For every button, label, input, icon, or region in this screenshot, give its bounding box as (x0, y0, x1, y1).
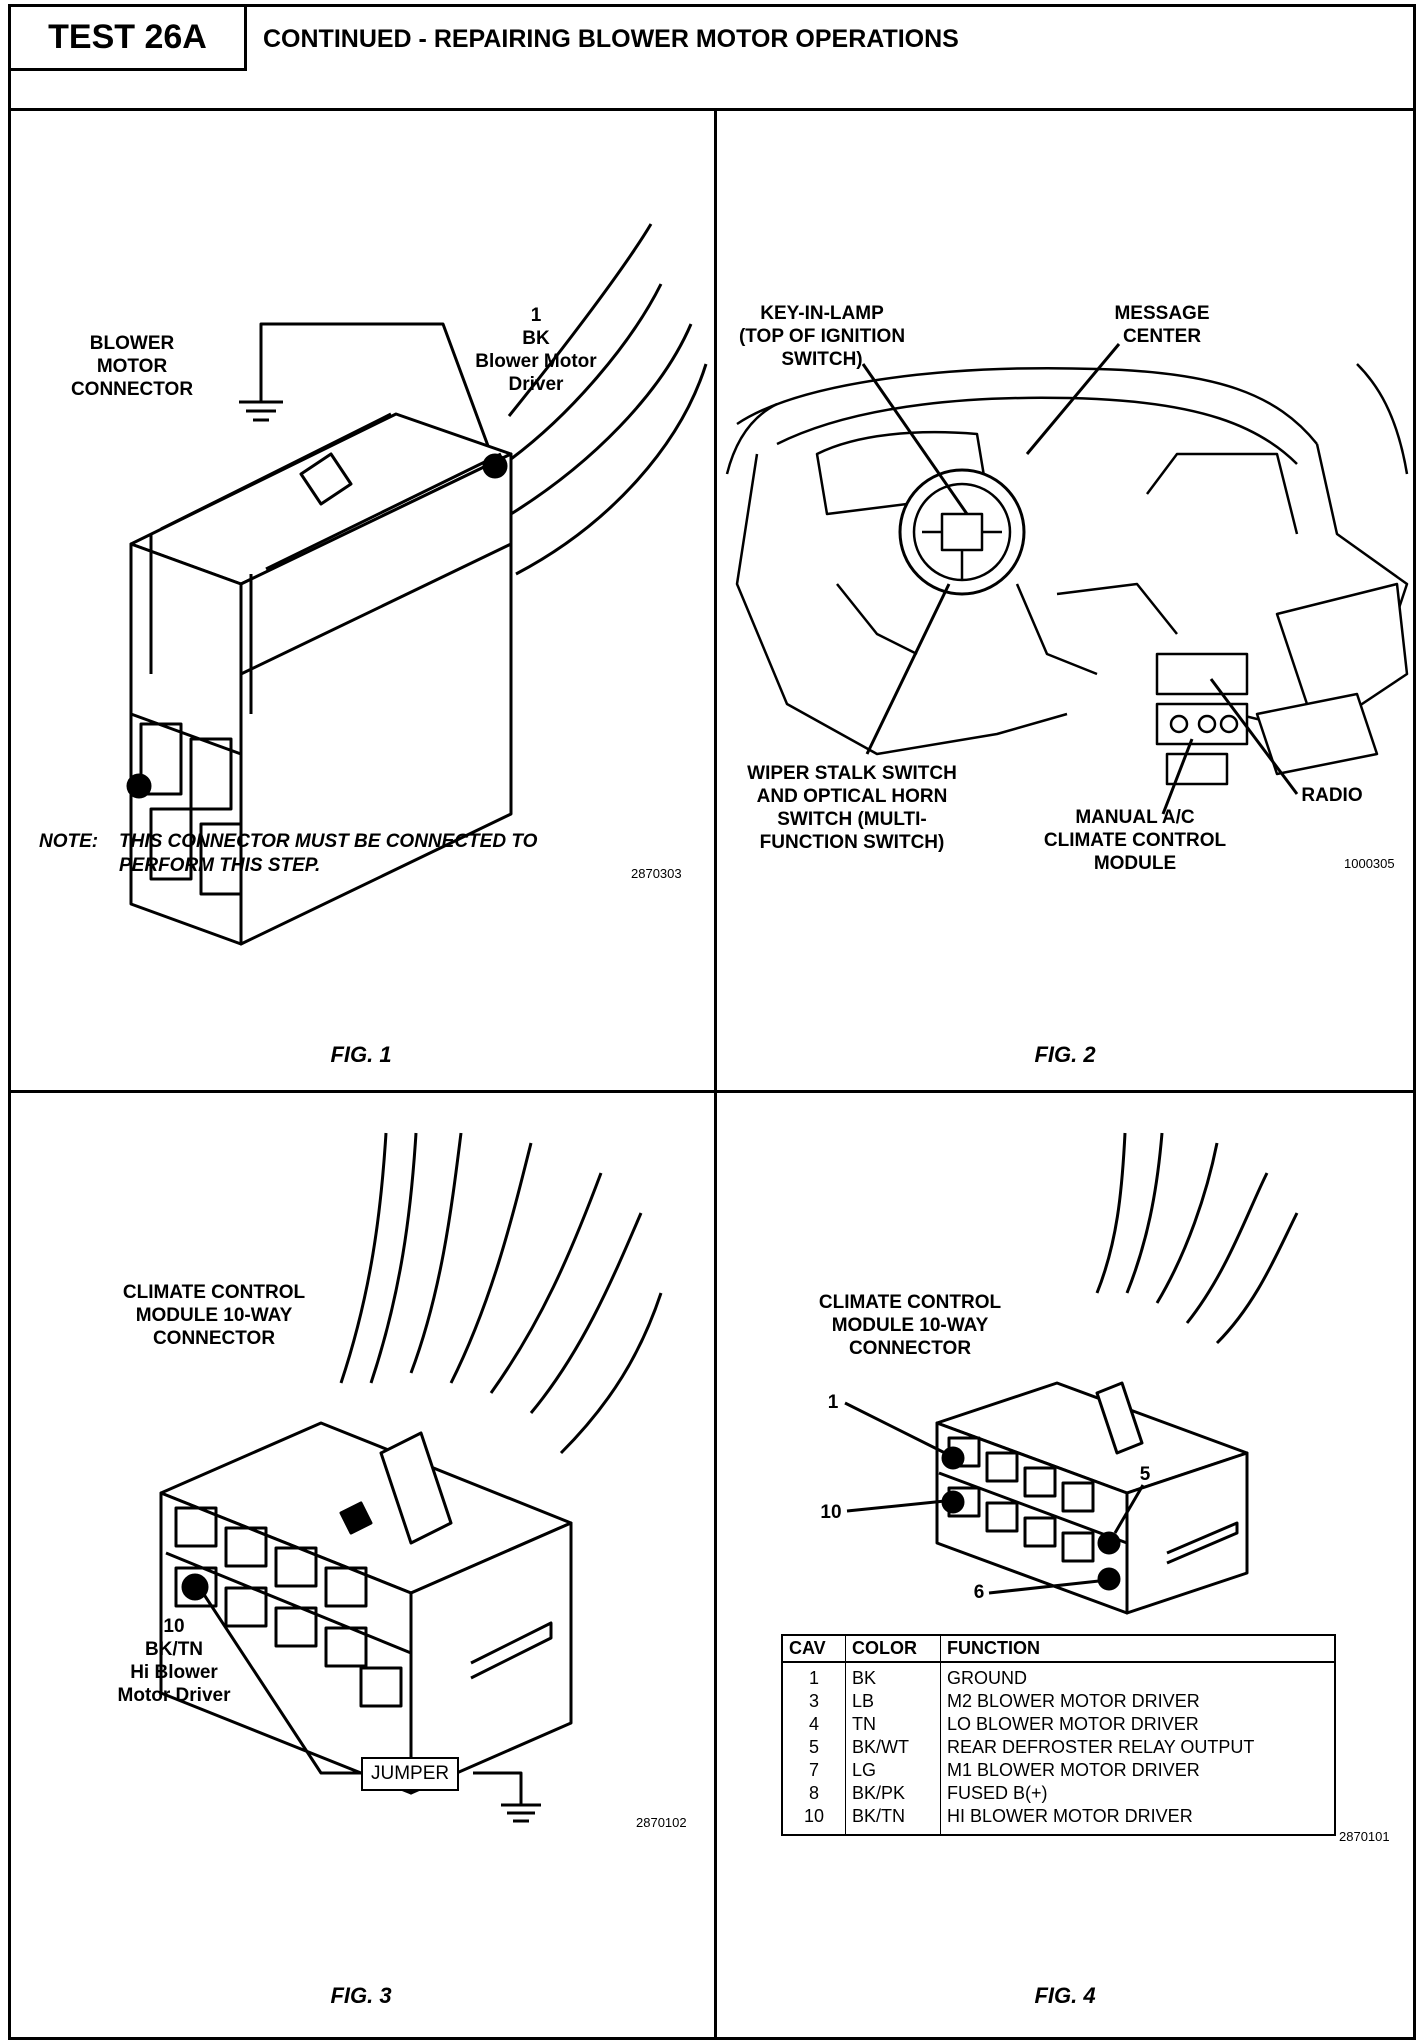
fig2-message-center-label: MESSAGE CENTER (1114, 303, 1210, 347)
fig3-image-id: 2870102 (636, 1815, 687, 1830)
fig1-panel: BLOWER MOTOR CONNECTOR 1 BK Blower Motor… (11, 114, 714, 1090)
vertical-divider (714, 111, 717, 2037)
fig1-image-id: 2870303 (631, 866, 682, 881)
fig3-drawing (159, 1132, 663, 1823)
table-row: 3 LB M2 BLOWER MOTOR DRIVER (782, 1690, 1335, 1713)
service-manual-page: TEST 26A CONTINUED - REPAIRING BLOWER MO… (8, 4, 1416, 2040)
fig1-drawing (126, 223, 708, 946)
fig4-panel: CLIMATE CONTROL MODULE 10-WAY CONNECTOR … (717, 1093, 1413, 2037)
fig4-image-id: 2870101 (1339, 1829, 1390, 1844)
fig1-pin-label: 1 BK Blower Motor Driver (475, 305, 597, 395)
table-row: 10 BK/TN HI BLOWER MOTOR DRIVER (782, 1805, 1335, 1835)
fig4-pin-callout-10: 10 (820, 1502, 842, 1523)
fig2-panel: KEY-IN-LAMP (TOP OF IGNITION SWITCH) MES… (717, 114, 1413, 1090)
fig4-connector-label: CLIMATE CONTROL MODULE 10-WAY CONNECTOR (818, 1292, 1002, 1359)
fig3-caption: FIG. 3 (330, 1983, 392, 2008)
fig2-climate-module-label: MANUAL A/C CLIMATE CONTROL MODULE (1043, 807, 1227, 874)
table-row: 8 BK/PK FUSED B(+) (782, 1782, 1335, 1805)
fig1-note: NOTE:THIS CONNECTOR MUST BE CONNECTED TO… (39, 831, 538, 876)
jumper-box: JUMPER (361, 1757, 460, 1791)
table-row: 7 LG M1 BLOWER MOTOR DRIVER (782, 1759, 1335, 1782)
fig2-drawing (725, 343, 1409, 815)
fig3-pin-label: 10 BK/TN Hi Blower Motor Driver (117, 1616, 231, 1706)
page-header: TEST 26A CONTINUED - REPAIRING BLOWER MO… (11, 7, 1413, 111)
fig2-radio-label: RADIO (1301, 785, 1363, 806)
page-title: CONTINUED - REPAIRING BLOWER MOTOR OPERA… (263, 25, 959, 53)
col-color: COLOR (845, 1635, 941, 1663)
fig4-drawing (844, 1132, 1299, 1615)
fig4-pin-callout-5: 5 (1139, 1464, 1151, 1485)
fig2-caption: FIG. 2 (1034, 1042, 1096, 1067)
fig1-connector-label: BLOWER MOTOR CONNECTOR (70, 333, 194, 400)
col-cav: CAV (782, 1635, 846, 1663)
fig3-connector-label: CLIMATE CONTROL MODULE 10-WAY CONNECTOR (122, 1282, 306, 1349)
table-row: 1 BK GROUND (782, 1662, 1335, 1690)
col-function: FUNCTION (940, 1635, 1335, 1663)
test-id-box: TEST 26A (11, 7, 247, 71)
fig4-pin-callout-1: 1 (827, 1392, 839, 1413)
fig3-panel: CLIMATE CONTROL MODULE 10-WAY CONNECTOR … (11, 1093, 714, 2037)
fig2-key-in-lamp-label: KEY-IN-LAMP (TOP OF IGNITION SWITCH) (738, 303, 906, 370)
fig2-wiper-switch-label: WIPER STALK SWITCH AND OPTICAL HORN SWIT… (747, 763, 957, 853)
table-row: 5 BK/WT REAR DEFROSTER RELAY OUTPUT (782, 1736, 1335, 1759)
fig4-pin-callout-6: 6 (973, 1582, 985, 1603)
horizontal-divider (11, 1090, 1413, 1093)
fig4-caption: FIG. 4 (1034, 1983, 1096, 2008)
fig1-caption: FIG. 1 (330, 1042, 392, 1067)
fig2-image-id: 1000305 (1344, 856, 1395, 871)
table-row: 4 TN LO BLOWER MOTOR DRIVER (782, 1713, 1335, 1736)
cavity-table: CAV COLOR FUNCTION 1 BK GROUND 3 LB M2 B… (781, 1634, 1336, 1836)
cavity-table-header: CAV COLOR FUNCTION (782, 1635, 1335, 1663)
